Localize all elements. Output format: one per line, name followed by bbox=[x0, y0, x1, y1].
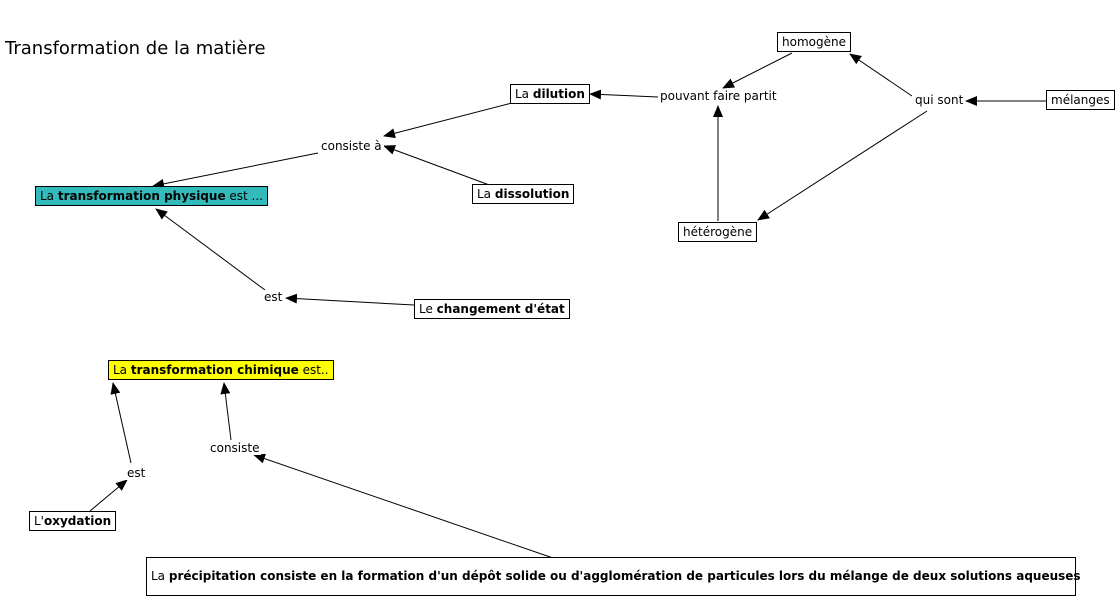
node-transformation-chimique[interactable]: La transformation chimique est.. bbox=[108, 360, 334, 380]
link-label-pouvant-text: pouvant faire partit bbox=[660, 89, 777, 103]
link-label-consiste[interactable]: consiste bbox=[208, 441, 262, 455]
node-melanges[interactable]: mélanges bbox=[1046, 90, 1115, 110]
link-label-est-physique[interactable]: est bbox=[262, 290, 285, 304]
link-label-consiste-a[interactable]: consiste à bbox=[319, 139, 384, 153]
node-homogene[interactable]: homogène bbox=[777, 32, 851, 52]
link-changement-est bbox=[285, 293, 415, 306]
node-changement-prefix: Le bbox=[419, 302, 437, 316]
link-pouvant-dilution bbox=[589, 89, 659, 100]
node-physique-suffix: est ... bbox=[225, 189, 263, 203]
link-label-qui-sont[interactable]: qui sont bbox=[913, 93, 966, 107]
link-label-pouvant-faire-partit[interactable]: pouvant faire partit bbox=[658, 89, 779, 103]
node-dissolution-keyword: dissolution bbox=[494, 187, 570, 201]
link-precip-consiste bbox=[253, 453, 554, 559]
node-melanges-label: mélanges bbox=[1051, 93, 1110, 107]
node-homogene-label: homogène bbox=[782, 35, 846, 49]
node-dilution[interactable]: La dilution bbox=[510, 84, 590, 104]
link-dissolution-consiste-a bbox=[383, 145, 493, 187]
node-precipitation-keyword: précipitation consiste en la formation d… bbox=[168, 569, 1081, 583]
node-dissolution-prefix: La bbox=[477, 187, 495, 201]
link-label-qui-sont-text: qui sont bbox=[915, 93, 964, 107]
link-oxydation-est2 bbox=[89, 479, 128, 512]
link-est2-chimique bbox=[110, 382, 132, 464]
link-label-est-chimique[interactable]: est bbox=[125, 466, 148, 480]
node-changement-etat[interactable]: Le changement d'état bbox=[414, 299, 570, 319]
node-transformation-physique[interactable]: La transformation physique est ... bbox=[35, 186, 268, 206]
node-physique-prefix: La bbox=[40, 189, 58, 203]
link-consiste-chimique bbox=[220, 382, 232, 441]
link-consiste-a-physique bbox=[152, 152, 319, 189]
node-chimique-suffix: est.. bbox=[298, 363, 329, 377]
link-label-est-physique-text: est bbox=[264, 290, 283, 304]
node-precipitation-prefix: La bbox=[151, 569, 169, 583]
node-precipitation[interactable]: La précipitation consiste en la formatio… bbox=[146, 557, 1081, 596]
node-changement-keyword: changement d'état bbox=[436, 302, 565, 316]
link-est-physique bbox=[155, 208, 266, 291]
node-chimique-keyword: transformation chimique bbox=[130, 363, 299, 377]
node-chimique-prefix: La bbox=[113, 363, 131, 377]
link-quisont-homogene bbox=[849, 53, 913, 97]
node-heterogene[interactable]: hétérogène bbox=[678, 222, 758, 242]
node-physique-keyword: transformation physique bbox=[57, 189, 226, 203]
node-oxydation[interactable]: L'oxydation bbox=[29, 511, 117, 531]
node-dilution-keyword: dilution bbox=[532, 87, 585, 101]
link-quisont-heterogene bbox=[757, 110, 928, 221]
node-dilution-prefix: La bbox=[515, 87, 533, 101]
diagram-title: Transformation de la matière bbox=[5, 38, 266, 59]
link-label-consiste-text: consiste bbox=[210, 441, 260, 455]
node-oxydation-prefix: L' bbox=[34, 514, 44, 528]
node-dissolution[interactable]: La dissolution bbox=[472, 184, 575, 204]
link-dilution-consiste-a bbox=[383, 102, 513, 139]
link-homogene-pouvant bbox=[722, 52, 793, 89]
link-label-consiste-a-text: consiste à bbox=[321, 139, 382, 153]
node-oxydation-keyword: oxydation bbox=[43, 514, 112, 528]
node-heterogene-label: hétérogène bbox=[683, 225, 753, 239]
link-label-est-chimique-text: est bbox=[127, 466, 146, 480]
